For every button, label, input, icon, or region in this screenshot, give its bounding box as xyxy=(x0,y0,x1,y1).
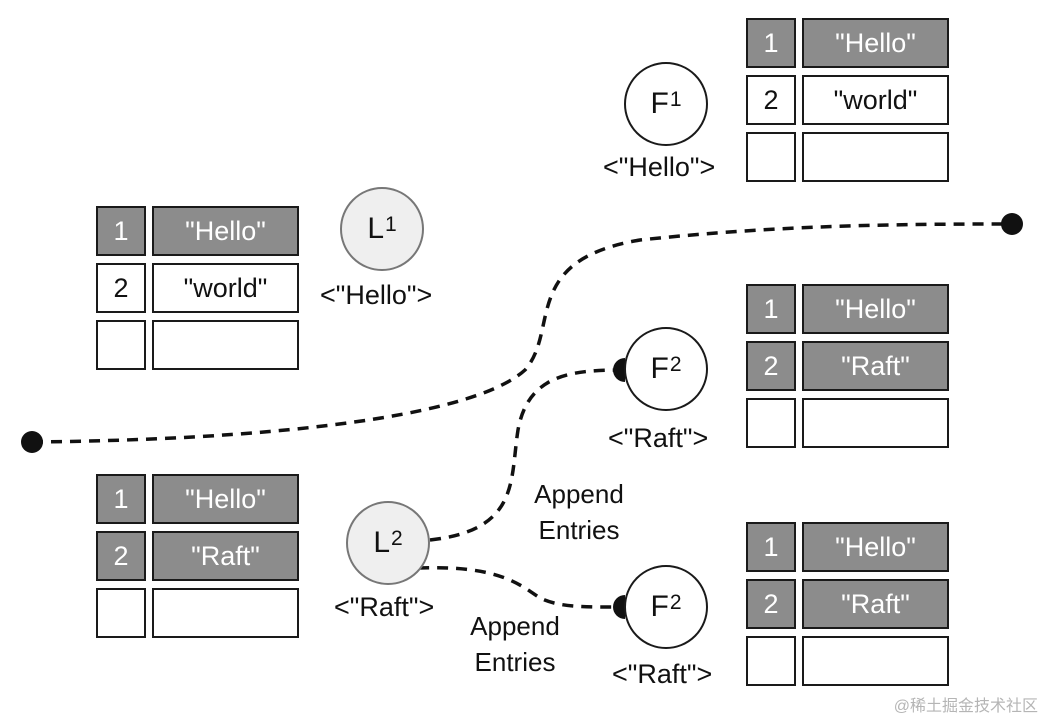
node-role: F xyxy=(650,352,669,385)
log-value-cell: "Raft" xyxy=(802,341,949,391)
log-value-cell: "world" xyxy=(152,263,299,313)
log-index-cell: 2 xyxy=(746,341,796,391)
log-index-cell xyxy=(96,320,146,370)
log-value-cell xyxy=(152,588,299,638)
arrowhead-top xyxy=(613,358,625,382)
log-index-cell: 1 xyxy=(746,18,796,68)
append-entries-path-top xyxy=(429,368,623,542)
partition-end-right xyxy=(1001,213,1023,235)
log-index-cell: 1 xyxy=(746,284,796,334)
node-role: F xyxy=(650,87,669,120)
log-index-cell: 2 xyxy=(96,263,146,313)
node-role: F xyxy=(650,590,669,623)
node-label-f2-top: <"Raft"> xyxy=(608,423,709,453)
log-value-cell: "world" xyxy=(802,75,949,125)
node-role: L xyxy=(367,212,384,245)
log-value-cell xyxy=(802,132,949,182)
node-term: 1 xyxy=(669,88,682,111)
arrowhead-bottom xyxy=(613,595,625,619)
node-term: 1 xyxy=(385,213,397,236)
log-index-cell: 2 xyxy=(746,579,796,629)
log-value-cell xyxy=(802,398,949,448)
node-term: 2 xyxy=(391,527,403,550)
node-label-f2-bottom: <"Raft"> xyxy=(612,659,713,689)
log-index-cell xyxy=(746,636,796,686)
log-index-cell: 1 xyxy=(96,474,146,524)
log-value-cell xyxy=(802,636,949,686)
partition-end-left xyxy=(21,431,43,453)
partition-line xyxy=(31,222,1013,444)
log-index-cell: 1 xyxy=(96,206,146,256)
log-value-cell: "Hello" xyxy=(802,522,949,572)
node-label-l1: <"Hello"> xyxy=(320,280,433,310)
log-index-cell xyxy=(746,132,796,182)
append-entries-label-bottom: Append Entries xyxy=(470,611,560,677)
node-term: 2 xyxy=(669,353,682,376)
log-value-cell xyxy=(152,320,299,370)
log-index-cell xyxy=(96,588,146,638)
log-value-cell: "Raft" xyxy=(802,579,949,629)
node-label-f1: <"Hello"> xyxy=(603,152,716,182)
log-value-cell: "Raft" xyxy=(152,531,299,581)
append-entries-label-top: Append Entries xyxy=(534,479,624,545)
node-label-l2: <"Raft"> xyxy=(334,592,435,622)
log-value-cell: "Hello" xyxy=(802,284,949,334)
log-index-cell: 2 xyxy=(746,75,796,125)
log-index-cell: 2 xyxy=(96,531,146,581)
watermark: @稀土掘金技术社区 xyxy=(893,698,1038,715)
append-entries-path-bottom xyxy=(417,565,623,609)
node-term: 2 xyxy=(669,591,682,614)
node-role: L xyxy=(373,526,390,559)
log-index-cell: 1 xyxy=(746,522,796,572)
log-value-cell: "Hello" xyxy=(152,206,299,256)
log-value-cell: "Hello" xyxy=(152,474,299,524)
log-value-cell: "Hello" xyxy=(802,18,949,68)
log-index-cell xyxy=(746,398,796,448)
